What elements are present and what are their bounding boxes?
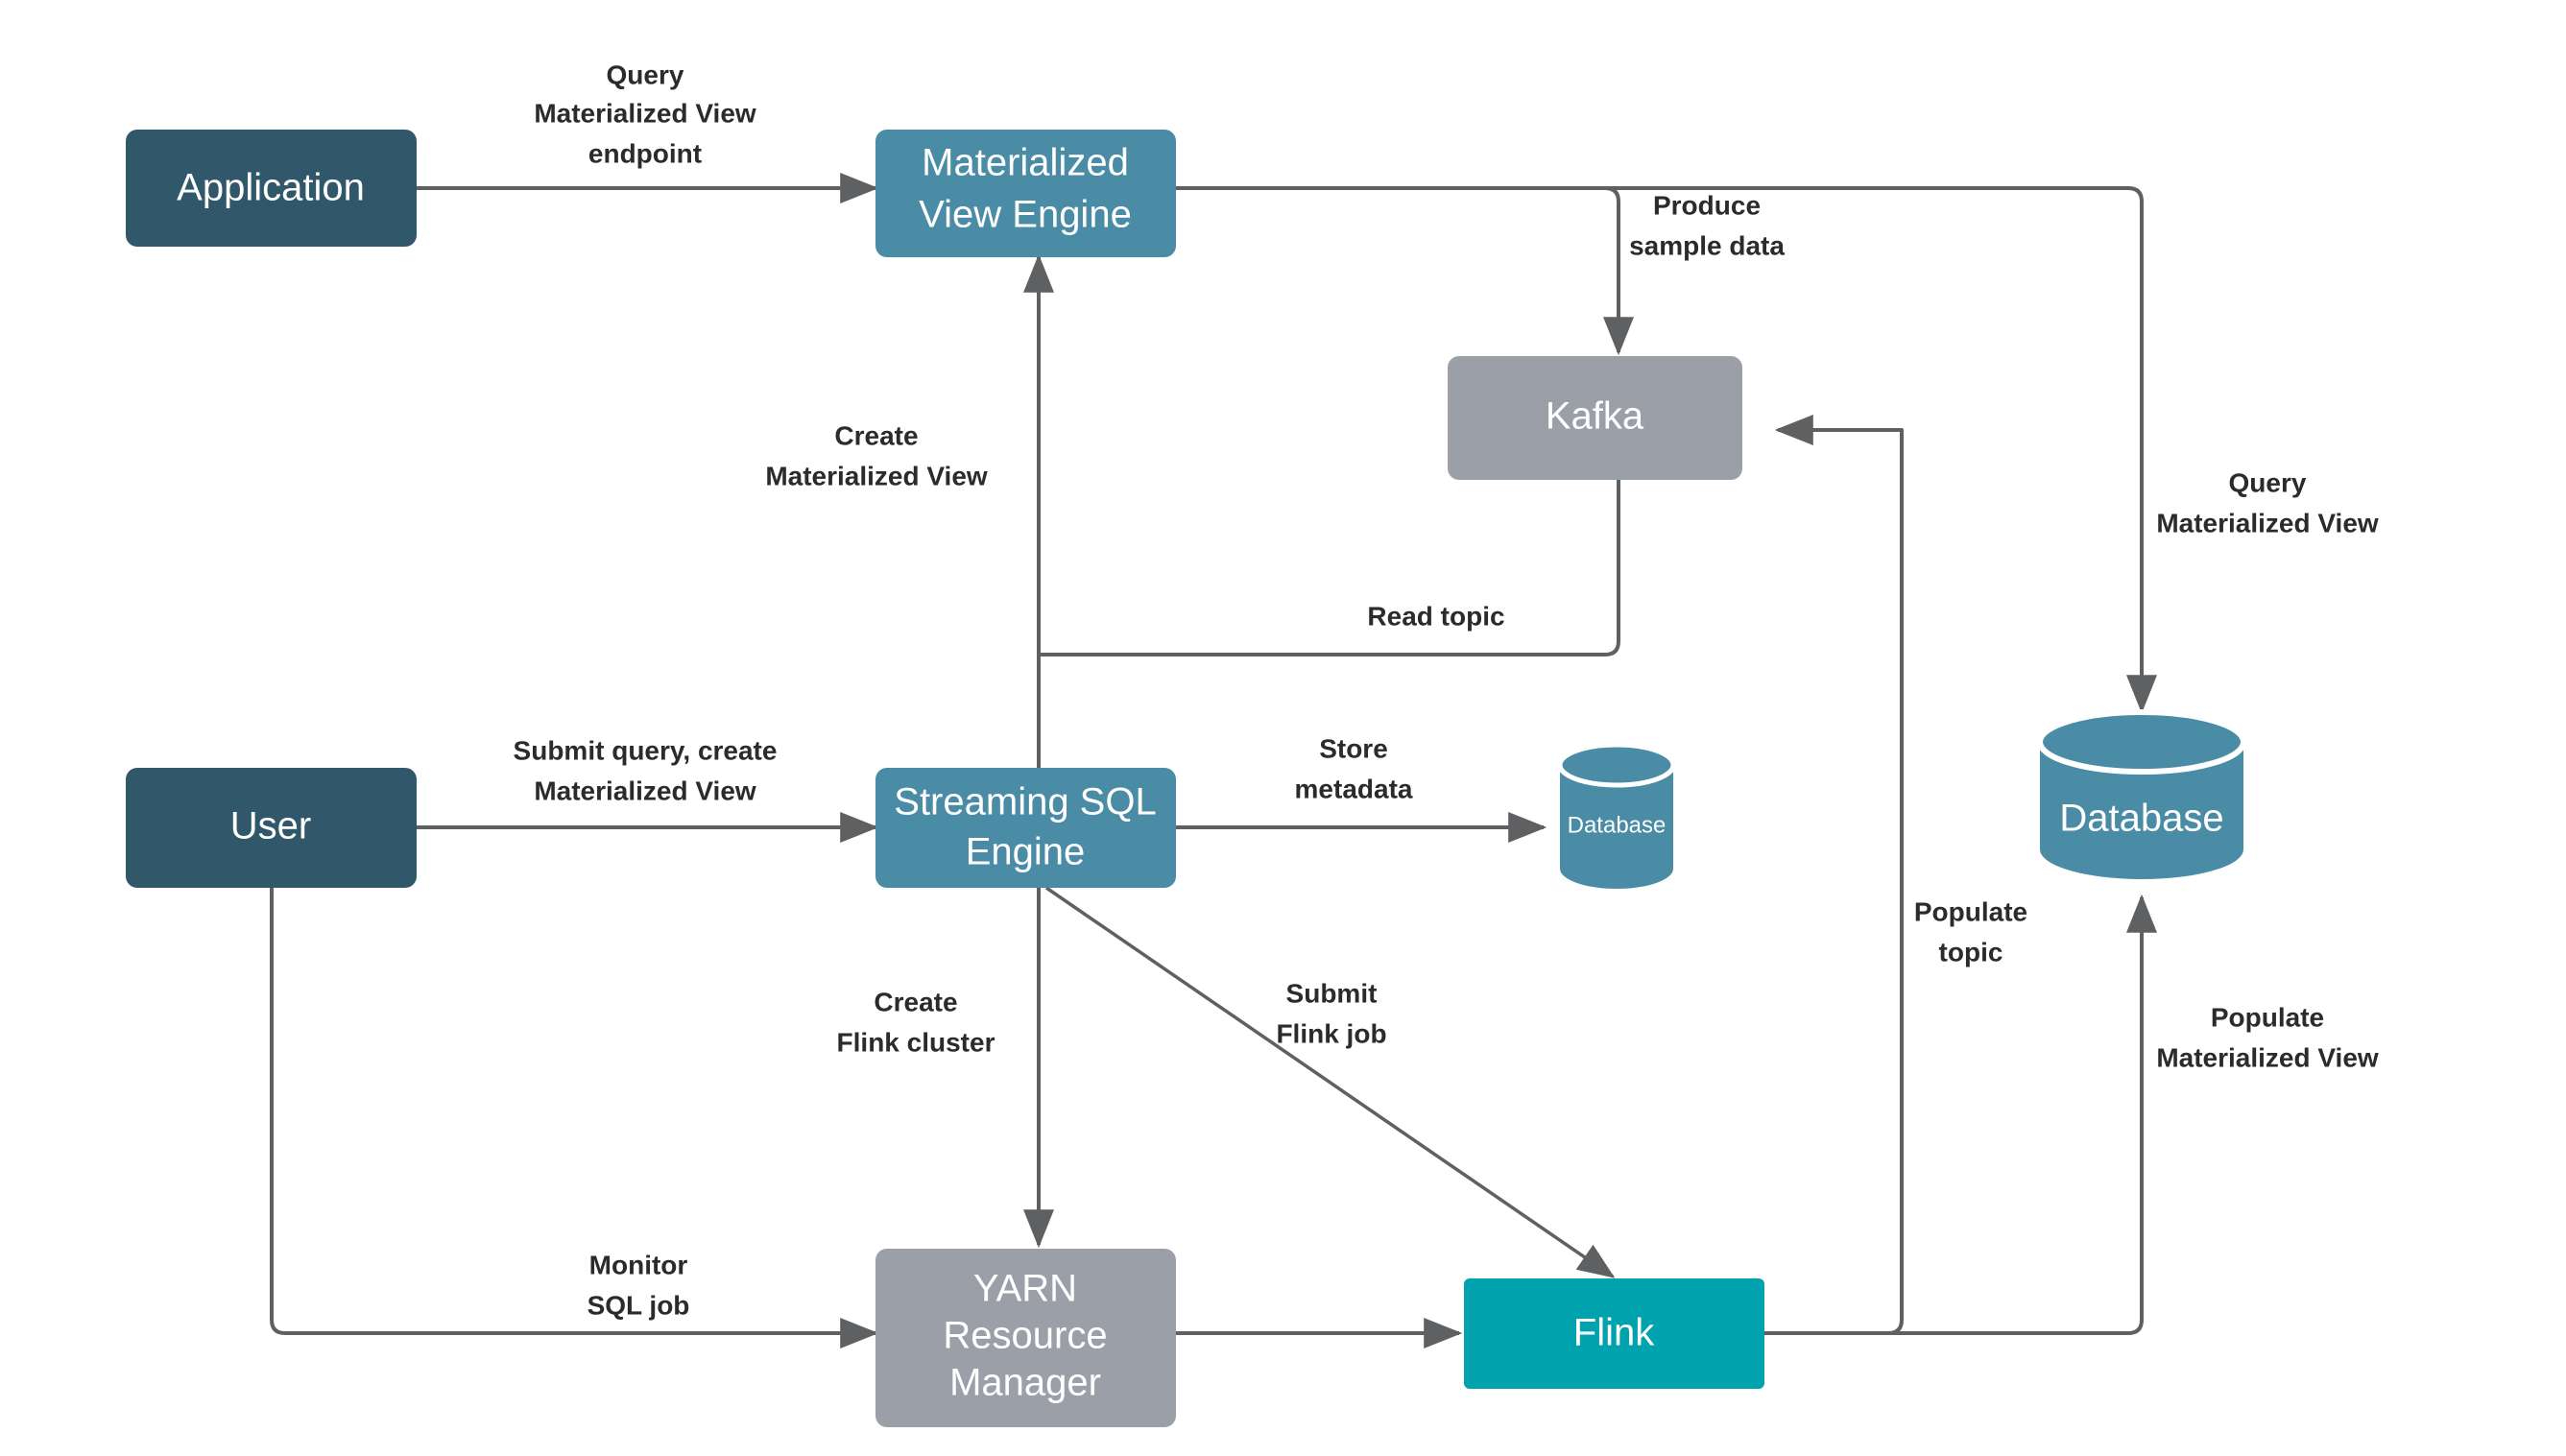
edge-user-to-yarn <box>270 888 879 1349</box>
node-mv-database-label: Database <box>2059 798 2223 840</box>
edge-label-line: Submit query, create <box>514 735 778 765</box>
edge-label-line: Populate <box>1914 896 2027 926</box>
edge-label-line: Materialized View <box>765 461 988 490</box>
edge-label-line: Flink job <box>1276 1018 1386 1048</box>
edge-label-line: Create <box>874 987 957 1016</box>
edge-label-line: SQL job <box>588 1290 690 1320</box>
edge-label-line: Read topic <box>1367 601 1504 631</box>
node-yarn-label-line2: Resource <box>943 1315 1107 1357</box>
edge-label-line: Submit <box>1286 978 1378 1008</box>
edge-label-line: topic <box>1939 937 2003 967</box>
edge-label-submit-flink-job: Submit Flink job <box>1276 978 1386 1048</box>
node-kafka[interactable]: Kafka <box>1448 356 1742 480</box>
edge-label-line: Create <box>834 420 918 450</box>
node-sql-engine-label-line1: Streaming SQL <box>894 781 1156 823</box>
edge-label-populate-topic: Populate topic <box>1914 896 2027 967</box>
node-user-label: User <box>230 805 311 847</box>
edge-label-read-topic: Read topic <box>1367 601 1504 631</box>
edge-label-line: Query <box>607 60 684 89</box>
edge-flink-to-mv-database <box>1764 894 2157 1335</box>
edge-flink-to-kafka <box>1764 415 1904 1335</box>
edge-label-query-mv-endpoint: Query Materialized View endpoint <box>534 60 756 168</box>
node-sql-engine[interactable]: Streaming SQL Engine <box>875 768 1176 888</box>
edge-label-monitor-sql-job: Monitor SQL job <box>588 1250 690 1320</box>
edge-label-line: Materialized View <box>2156 508 2379 537</box>
edge-mv-engine-to-kafka <box>1176 186 1634 356</box>
edge-label-line: Populate <box>2211 1002 2324 1032</box>
edge-label-populate-materialized-view: Populate Materialized View <box>2156 1002 2379 1072</box>
node-application-label: Application <box>177 167 365 209</box>
edge-label-produce-sample-data: Produce sample data <box>1629 190 1785 260</box>
node-metadata-database-label: Database <box>1568 812 1667 838</box>
edge-label-query-materialized-view: Query Materialized View <box>2156 467 2379 537</box>
edge-label-line: Flink cluster <box>837 1027 995 1057</box>
edge-label-line: Query <box>2229 467 2307 497</box>
node-user[interactable]: User <box>126 768 417 888</box>
edge-label-line: metadata <box>1295 774 1413 803</box>
node-mv-engine[interactable]: Materialized View Engine <box>875 130 1176 257</box>
node-mv-database[interactable]: Database <box>2037 709 2246 879</box>
edge-label-line: Monitor <box>589 1250 688 1279</box>
edge-label-submit-query-create-mv: Submit query, create Materialized View <box>514 735 778 805</box>
edge-sql-engine-to-flink <box>1045 886 1616 1278</box>
node-metadata-database[interactable]: Database <box>1557 742 1676 889</box>
edge-label-create-flink-cluster: Create Flink cluster <box>837 987 995 1057</box>
node-yarn-label-line3: Manager <box>949 1362 1101 1404</box>
edge-label-line: endpoint <box>588 138 702 168</box>
node-flink[interactable]: Flink <box>1464 1278 1764 1389</box>
edge-label-line: sample data <box>1629 230 1785 260</box>
node-mv-engine-label-line1: Materialized <box>922 142 1129 184</box>
node-mv-engine-label-line2: View Engine <box>919 194 1132 236</box>
node-kafka-label: Kafka <box>1546 395 1644 438</box>
node-flink-label: Flink <box>1573 1312 1655 1354</box>
node-sql-engine-label-line2: Engine <box>966 831 1086 873</box>
edge-label-line: Materialized View <box>534 776 756 805</box>
edge-label-line: Store <box>1319 733 1388 763</box>
node-yarn-resource-manager[interactable]: YARN Resource Manager <box>875 1249 1176 1427</box>
node-application[interactable]: Application <box>126 130 417 247</box>
edge-label-line: Produce <box>1653 190 1761 220</box>
edge-label-store-metadata: Store metadata <box>1295 733 1413 803</box>
node-yarn-label-line1: YARN <box>973 1268 1077 1310</box>
edge-mv-engine-to-mv-database <box>1176 186 2157 714</box>
edge-label-line: Materialized View <box>2156 1042 2379 1072</box>
edge-label-create-materialized-view: Create Materialized View <box>765 420 988 490</box>
edge-label-line: Materialized View <box>534 98 756 128</box>
edge-kafka-to-mv-engine <box>1039 480 1620 656</box>
